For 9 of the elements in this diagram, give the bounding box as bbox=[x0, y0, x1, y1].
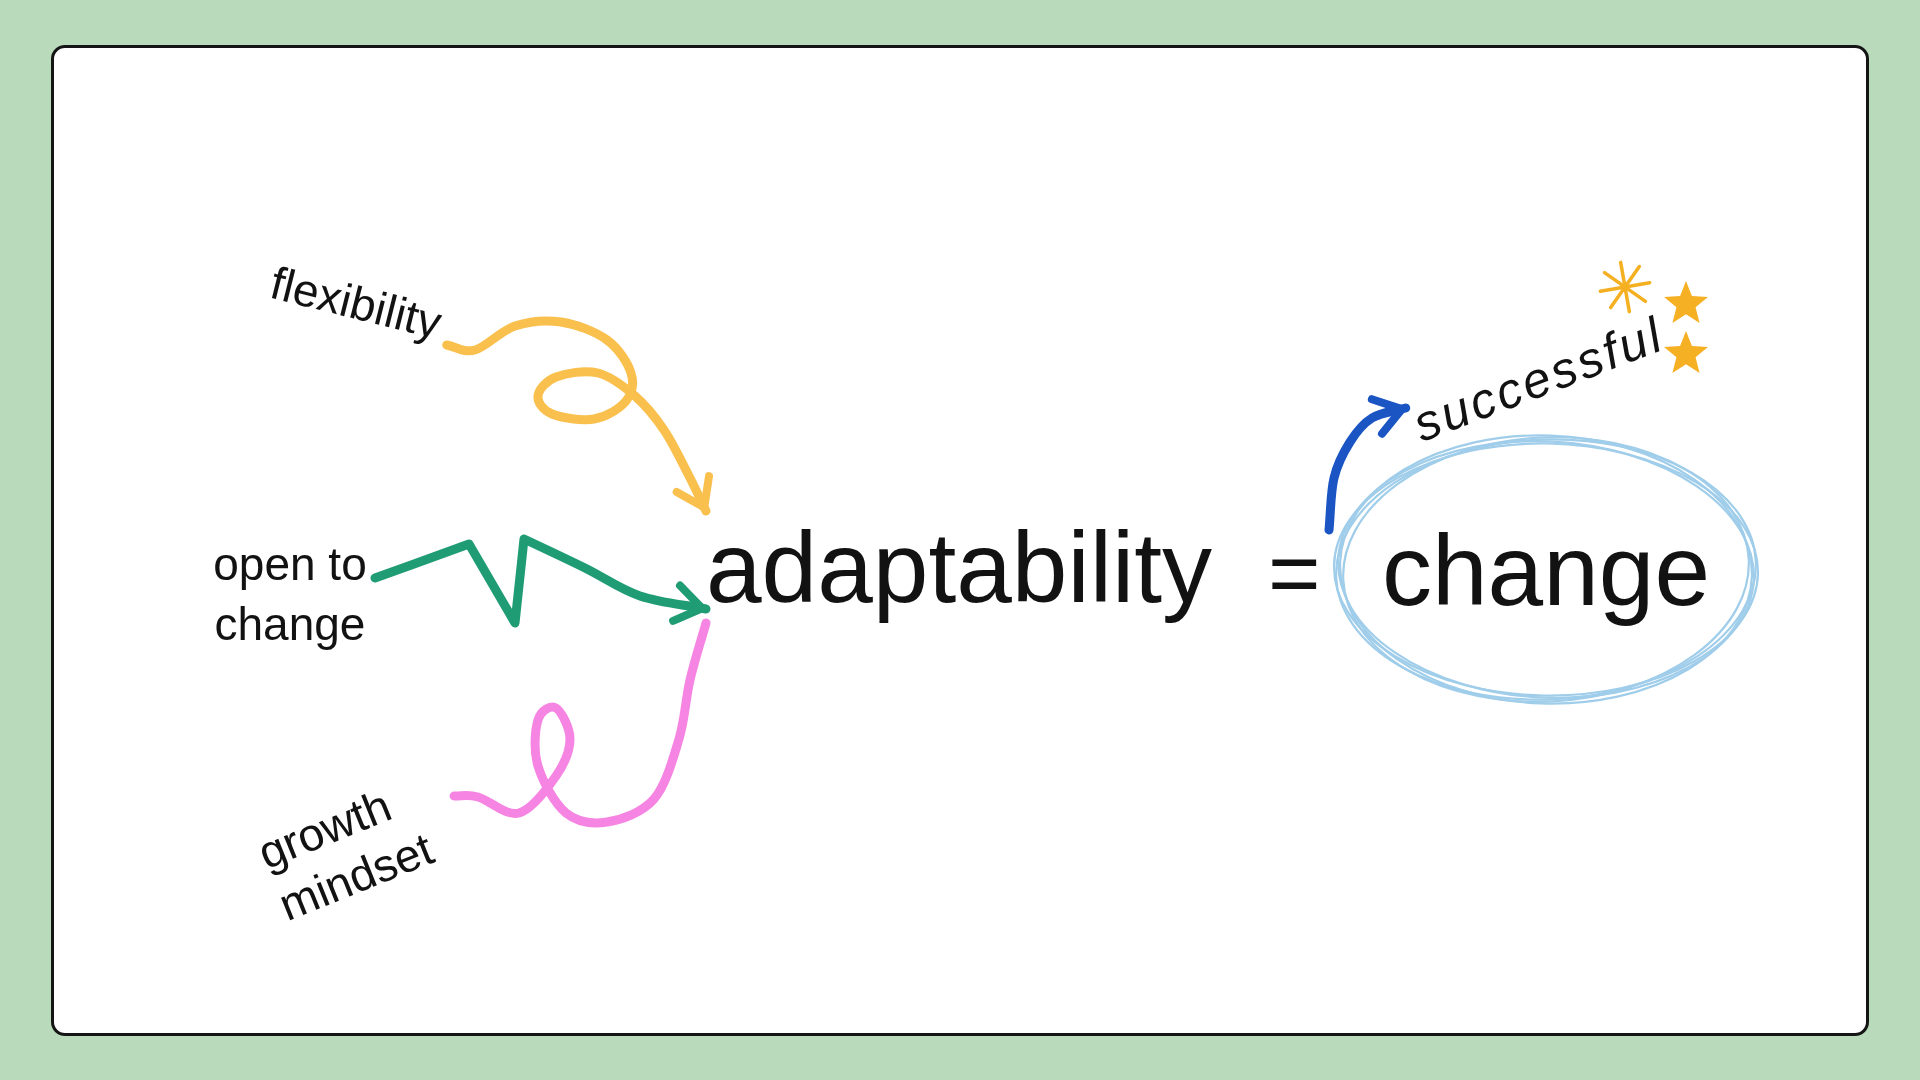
equals-sign: = bbox=[1268, 553, 1321, 593]
arrow bbox=[442, 316, 714, 516]
keyword-text: adaptability bbox=[706, 511, 1212, 623]
arrow bbox=[1324, 394, 1411, 535]
connector-line bbox=[449, 618, 711, 828]
arrow bbox=[370, 534, 711, 628]
concept-text: open to change bbox=[205, 534, 375, 654]
concept-text: flexibility bbox=[265, 256, 447, 350]
keyword-text: change bbox=[1381, 513, 1711, 626]
